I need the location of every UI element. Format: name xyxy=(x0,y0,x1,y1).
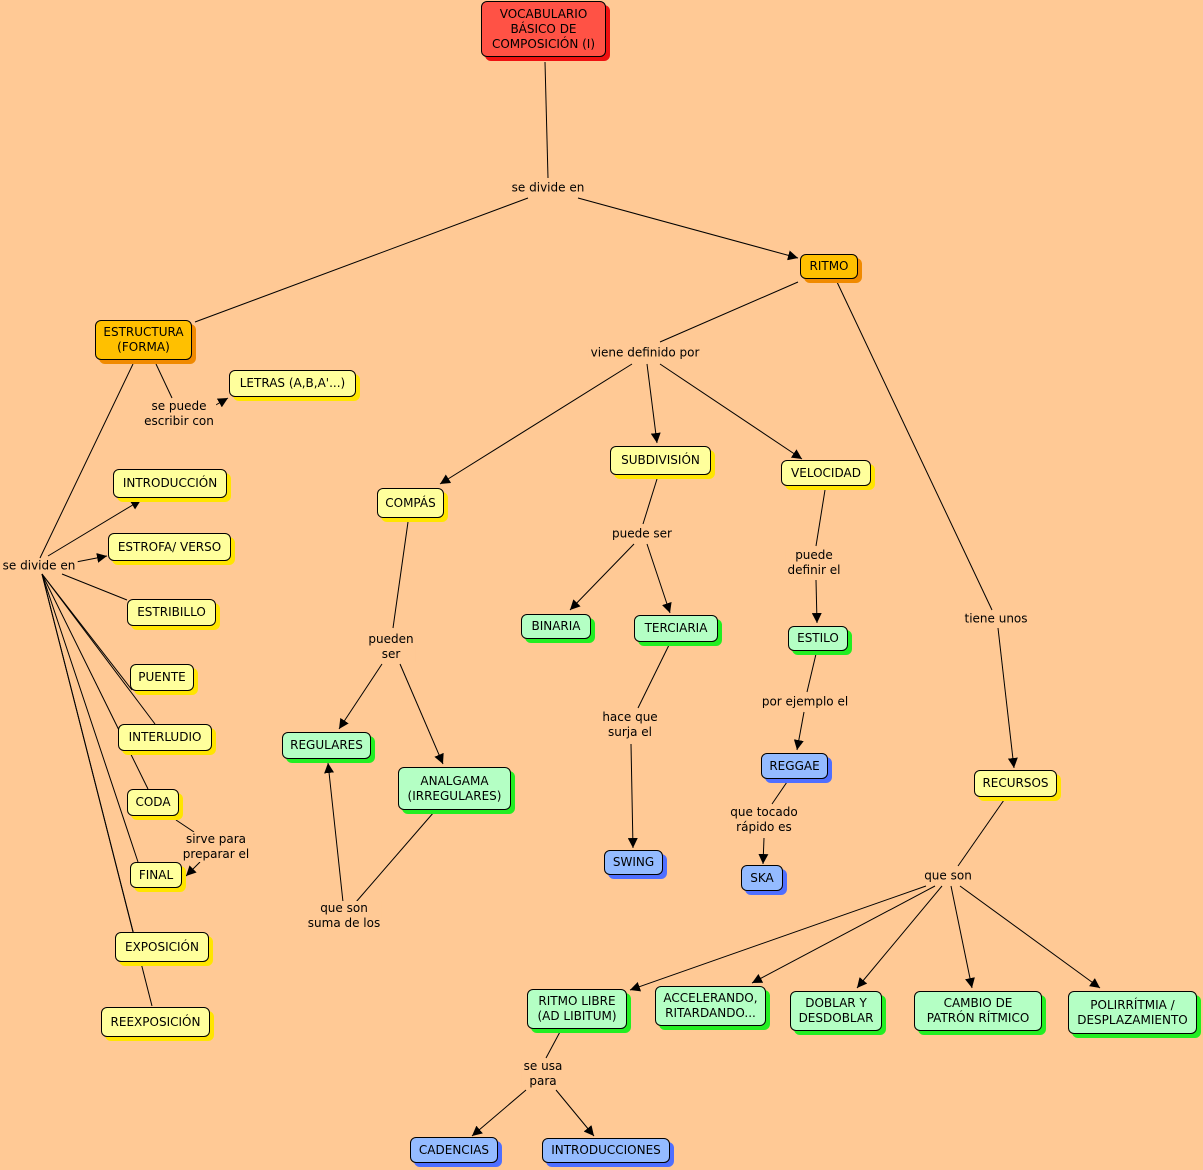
link-label-se-divide-en-root: se divide en xyxy=(509,180,587,196)
line-divide-estructura xyxy=(194,197,529,323)
line-seusa-introducciones xyxy=(555,1089,595,1137)
link-label-puede-ser: puede ser xyxy=(610,526,674,542)
concept-estilo[interactable]: ESTILO xyxy=(788,626,848,651)
line-queson-polirritmia xyxy=(959,885,1101,989)
line-ritmo-tiene xyxy=(836,281,993,611)
concept-compas[interactable]: COMPÁS xyxy=(377,488,444,518)
line-puede-estilo xyxy=(811,579,822,624)
concept-ritmo[interactable]: RITMO xyxy=(800,254,858,279)
concept-estribillo[interactable]: ESTRIBILLO xyxy=(127,599,216,626)
concept-subdivision[interactable]: SUBDIVISIÓN xyxy=(610,446,711,475)
concept-ritmo-libre[interactable]: RITMO LIBRE (AD LIBITUM) xyxy=(527,989,627,1029)
line-quetocado-ska xyxy=(758,837,769,865)
line-puede-letras xyxy=(213,397,229,408)
line-divide-interludio xyxy=(41,573,156,725)
link-label-puede-definir: puede definir el xyxy=(785,548,843,578)
concept-terciaria[interactable]: TERCIARIA xyxy=(634,615,718,642)
link-label-pueden-ser: pueden ser xyxy=(366,632,416,662)
line-estructura-puede xyxy=(155,363,173,399)
link-label-que-son: que son xyxy=(922,868,974,884)
link-label-que-tocado: que tocado rápido es xyxy=(728,805,800,835)
line-estilo-porejemplo xyxy=(806,653,817,693)
concept-velocidad[interactable]: VELOCIDAD xyxy=(781,460,871,486)
concept-vocabulario-root[interactable]: VOCABULARIO BÁSICO DE COMPOSICIÓN (I) xyxy=(481,1,606,57)
concept-swing[interactable]: SWING xyxy=(604,850,663,875)
line-estructura-divide xyxy=(39,363,134,559)
line-porejemplo-reggae xyxy=(793,711,805,751)
concept-cambio[interactable]: CAMBIO DE PATRÓN RÍTMICO xyxy=(914,991,1042,1031)
concept-binaria[interactable]: BINARIA xyxy=(521,614,591,639)
line-puede-binaria xyxy=(569,543,635,611)
concept-accelerando[interactable]: ACCELERANDO, RITARDANDO... xyxy=(655,986,766,1026)
line-seusa-cadencias xyxy=(471,1089,527,1137)
concept-estrofa[interactable]: ESTROFA/ VERSO xyxy=(108,533,231,561)
concept-polirritmia[interactable]: POLIRRÍTMIA / DESPLAZAMIENTO xyxy=(1068,991,1197,1034)
concept-coda[interactable]: CODA xyxy=(127,789,179,816)
line-root-divide xyxy=(544,61,549,179)
link-label-tiene-unos: tiene unos xyxy=(962,611,1030,627)
line-queson-doblar xyxy=(856,885,943,989)
line-ritmo-viene xyxy=(659,281,799,343)
line-pueden-regulares xyxy=(338,663,383,730)
line-divide-ritmo xyxy=(577,197,799,261)
line-sirve-final xyxy=(185,861,201,877)
concept-ska[interactable]: SKA xyxy=(741,865,783,891)
line-viene-velocidad xyxy=(659,363,803,460)
line-pueden-analgama xyxy=(399,663,444,765)
line-divide-intro xyxy=(47,499,142,557)
line-velocidad-puede xyxy=(815,489,826,547)
concept-interludio[interactable]: INTERLUDIO xyxy=(118,724,212,751)
concept-final[interactable]: FINAL xyxy=(130,862,182,888)
line-queson-cambio xyxy=(950,885,975,989)
concept-cadencias[interactable]: CADENCIAS xyxy=(410,1137,498,1163)
concept-reggae[interactable]: REGGAE xyxy=(761,753,828,779)
line-queson-regulares xyxy=(324,762,344,903)
link-label-se-divide-en-estructura: se divide en xyxy=(0,558,78,574)
line-hace-swing xyxy=(627,743,638,849)
line-tiene-recursos xyxy=(997,627,1018,769)
line-puede-terciaria xyxy=(646,543,672,614)
line-viene-compas xyxy=(439,363,633,485)
line-analgama-queson xyxy=(355,811,435,903)
concept-analgama[interactable]: ANALGAMA (IRREGULARES) xyxy=(398,767,511,810)
line-viene-subdivision xyxy=(646,363,661,444)
line-divide-estribillo xyxy=(61,573,128,601)
link-label-se-puede-escribir: se puede escribir con xyxy=(142,399,216,429)
line-compas-pueden xyxy=(392,521,409,629)
concept-doblar[interactable]: DOBLAR Y DESDOBLAR xyxy=(790,991,882,1031)
link-label-que-son-suma: que son suma de los xyxy=(305,901,383,931)
concept-regulares[interactable]: REGULARES xyxy=(282,732,371,759)
line-reggae-quetocado xyxy=(771,781,788,805)
link-label-se-usa-para: se usa para xyxy=(521,1059,565,1089)
link-label-por-ejemplo: por ejemplo el xyxy=(759,694,851,710)
link-label-sirve-para: sirve para preparar el xyxy=(180,832,252,862)
concept-introduccion[interactable]: INTRODUCCIÓN xyxy=(113,469,227,498)
line-divide-coda xyxy=(41,573,149,790)
concept-puente[interactable]: PUENTE xyxy=(130,664,194,691)
line-divide-final xyxy=(41,573,139,863)
link-label-hace-que: hace que surja el xyxy=(600,710,660,740)
line-queson-accelerando xyxy=(751,885,936,984)
concept-estructura[interactable]: ESTRUCTURA (FORMA) xyxy=(95,320,192,360)
concept-reexposicion[interactable]: REEXPOSICIÓN xyxy=(101,1007,210,1037)
concept-introducciones[interactable]: INTRODUCCIONES xyxy=(542,1138,670,1163)
concept-exposicion[interactable]: EXPOSICIÓN xyxy=(115,932,209,962)
concept-letras[interactable]: LETRAS (A,B,A'...) xyxy=(229,370,356,397)
line-terciaria-hace xyxy=(637,644,670,709)
line-subdivision-puede xyxy=(642,478,658,525)
line-divide-estrofa xyxy=(75,552,108,563)
line-recursos-queson xyxy=(957,799,1005,867)
line-ritmolibre-seusa xyxy=(545,1029,562,1059)
link-label-viene-definido: viene definido por xyxy=(588,345,702,361)
concept-recursos[interactable]: RECURSOS xyxy=(974,770,1057,797)
line-queson-ritmolibre xyxy=(629,885,927,992)
line-coda-sirve xyxy=(175,819,195,833)
